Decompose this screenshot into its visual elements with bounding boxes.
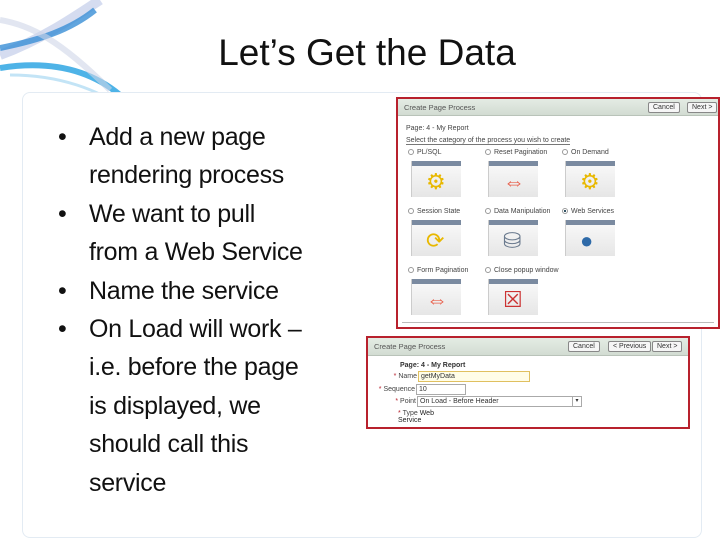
radio-button[interactable] [408,267,414,273]
name-label: * Name [393,373,417,380]
category-prompt: Select the category of the process you w… [406,137,571,145]
globe-icon: ● [565,220,615,256]
next-button[interactable]: Next > [687,102,718,113]
option-label: Reset Pagination [494,149,548,156]
point-select[interactable]: On Load - Before Header▾ [417,396,582,407]
page-label: Page: 4 - My Report [400,362,466,369]
radio-button[interactable] [408,149,414,155]
bullet-item: On Load will work – i.e. before the page… [58,310,358,502]
create-page-process-category-screenshot: Create Page Process Cancel Next > Page: … [396,97,720,329]
process-category-option[interactable]: Session State [408,208,460,215]
session-state-icon: ⟳ [411,220,461,256]
dialog-title: Create Page Process [374,342,446,351]
option-label: Close popup window [494,267,559,274]
dialog-header: Create Page Process Cancel < Previous Ne… [368,338,688,356]
option-label: Session State [417,208,461,215]
dialog-title: Create Page Process [404,103,476,112]
radio-button[interactable] [408,208,414,214]
process-category-option[interactable]: On Demand [562,149,609,156]
bullet-list: Add a new page rendering process We want… [58,118,358,502]
radio-button[interactable] [562,208,568,214]
reset-pagination-icon: ⇔ [488,161,538,197]
option-label: PL/SQL [417,149,442,156]
process-category-option[interactable]: Reset Pagination [485,149,547,156]
radio-button[interactable] [485,208,491,214]
option-label: Form Pagination [417,267,469,274]
process-category-option[interactable]: Data Manipulation [485,208,550,215]
decorative-swoosh [0,0,126,112]
bullet-item: We want to pull from a Web Service [58,195,358,272]
gear-cursor-icon: ⚙ [565,161,615,197]
close-window-icon: ☒ [488,279,538,315]
type-field: * Type Web Service [398,410,434,424]
option-label: Data Manipulation [494,208,551,215]
bullet-item: Add a new page rendering process [58,118,358,195]
radio-button[interactable] [485,149,491,155]
database-icon: ⛁ [488,220,538,256]
option-label: Web Services [571,208,615,215]
form-pagination-icon: ⇔ [411,279,461,315]
cancel-button[interactable]: Cancel [648,102,680,113]
bullet-item: Name the service [58,272,358,311]
dialog-header: Create Page Process Cancel Next > [398,99,718,116]
gear-icon: ⚙ [411,161,461,197]
radio-button[interactable] [562,149,568,155]
process-category-option[interactable]: Close popup window [485,267,559,274]
page-label: Page: 4 - My Report [406,125,469,132]
previous-button[interactable]: < Previous [608,341,652,352]
divider [402,322,714,323]
slide-title: Let’s Get the Data [218,32,516,73]
sequence-label: * Sequence [378,386,415,393]
point-label: * Point [395,398,416,405]
option-label: On Demand [571,149,609,156]
process-category-option[interactable]: Form Pagination [408,267,468,274]
name-input[interactable]: getMyData [418,371,530,382]
cancel-button[interactable]: Cancel [568,341,600,352]
next-button[interactable]: Next > [652,341,683,352]
radio-button[interactable] [485,267,491,273]
process-category-option[interactable]: PL/SQL [408,149,442,156]
sequence-input[interactable]: 10 [416,384,466,395]
process-category-option[interactable]: Web Services [562,208,614,215]
create-page-process-details-screenshot: Create Page Process Cancel < Previous Ne… [366,336,690,429]
chevron-down-icon: ▾ [572,397,581,406]
